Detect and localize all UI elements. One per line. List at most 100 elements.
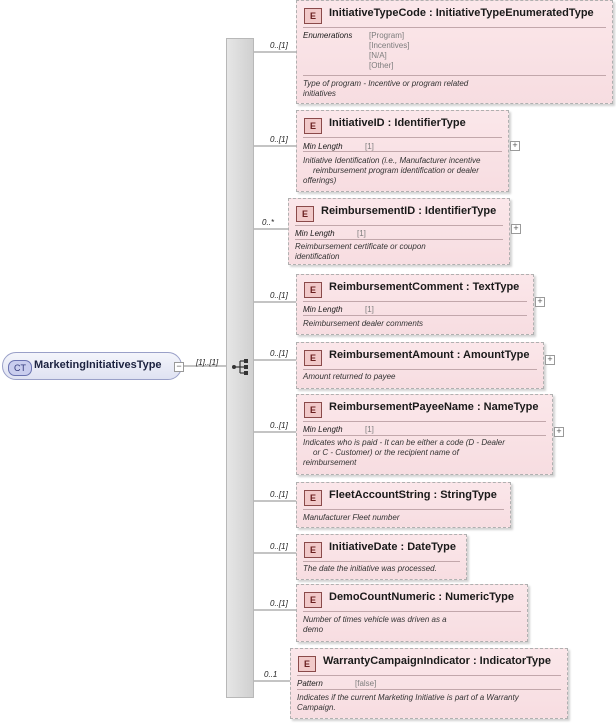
expand-icon[interactable]: + <box>545 355 555 365</box>
divider <box>303 27 606 28</box>
documentation-line: offerings) <box>303 176 337 185</box>
divider <box>297 675 561 676</box>
divider <box>303 435 546 436</box>
element-header: E FleetAccountString : StringType <box>304 489 504 507</box>
facet-label: Min Length <box>295 229 335 238</box>
divider <box>303 301 527 302</box>
documentation-line: reimbursement program identification or … <box>313 166 479 175</box>
divider <box>303 369 537 370</box>
element-badge: E <box>304 542 322 558</box>
facet-row: Min Length[1] <box>303 425 374 434</box>
documentation-line: Manufacturer Fleet number <box>303 513 400 522</box>
occurrence-label: 0..* <box>262 218 275 227</box>
element-badge: E <box>304 8 322 24</box>
facet-row: Pattern [false] <box>297 679 376 688</box>
facet-row: Enumerations[Program][Incentives][N/A][O… <box>303 31 409 70</box>
element-documentation: Manufacturer Fleet number <box>303 513 400 523</box>
element-header: E ReimbursementPayeeName : NameType <box>304 401 546 419</box>
element-badge: E <box>304 592 322 608</box>
element-title: InitiativeDate : DateType <box>329 541 456 553</box>
facet-label: Pattern <box>297 679 323 688</box>
element-title: ReimbursementPayeeName : NameType <box>329 401 539 413</box>
element-title: InitiativeTypeCode : InitiativeTypeEnume… <box>329 7 594 19</box>
documentation-line: Number of times vehicle was driven as a <box>303 615 447 624</box>
documentation-line: Indicates who is paid - It can be either… <box>303 438 505 447</box>
element-documentation: The date the initiative was processed. <box>303 564 437 574</box>
sequence-compositor-icon[interactable] <box>231 358 251 376</box>
occurrence-label: 0..[1] <box>270 41 288 50</box>
element-documentation: Initiative Identification (i.e., Manufac… <box>303 156 480 186</box>
documentation-line: initiatives <box>303 89 336 98</box>
facet-row: Min Length[1] <box>295 229 366 238</box>
complex-type-badge: CT <box>8 360 32 376</box>
facet-row: Min Length [1] <box>303 142 374 151</box>
element-header: E InitiativeDate : DateType <box>304 541 460 559</box>
facet-value: [false] <box>355 679 377 688</box>
documentation-line: Reimbursement dealer comments <box>303 319 424 328</box>
element-title: FleetAccountString : StringType <box>329 489 497 501</box>
divider <box>295 225 503 226</box>
expand-icon[interactable]: + <box>511 224 521 234</box>
facet-value: [Incentives] <box>369 41 410 50</box>
divider <box>303 151 502 152</box>
divider <box>303 509 504 510</box>
element-title: ReimbursementAmount : AmountType <box>329 349 530 361</box>
divider <box>303 561 460 562</box>
facet-label: Enumerations <box>303 31 353 40</box>
divider <box>303 75 606 76</box>
root-occurrence: [1]..[1] <box>196 358 219 367</box>
documentation-line: demo <box>303 625 324 634</box>
documentation-line: Initiative Identification (i.e., Manufac… <box>303 156 481 165</box>
element-title: ReimbursementID : IdentifierType <box>321 205 497 217</box>
element-badge: E <box>304 282 322 298</box>
element-badge: E <box>304 402 322 418</box>
element-header: E InitiativeID : IdentifierType <box>304 117 502 135</box>
documentation-line: reimbursement <box>303 458 357 467</box>
element-title: DemoCountNumeric : NumericType <box>329 591 514 603</box>
element-documentation: Indicates if the current Marketing Initi… <box>297 693 519 713</box>
documentation-line: Campaign. <box>297 703 336 712</box>
occurrence-label: 0..[1] <box>270 135 288 144</box>
documentation-line: Type of program - Incentive or program r… <box>303 79 469 88</box>
complex-type-node[interactable]: CT MarketingInitiativesType − <box>2 352 184 380</box>
collapse-icon[interactable]: − <box>174 362 184 372</box>
divider <box>303 137 502 138</box>
occurrence-label: 0..[1] <box>270 291 288 300</box>
element-title: InitiativeID : IdentifierType <box>329 117 466 129</box>
expand-icon[interactable]: + <box>535 297 545 307</box>
facet-label: Min Length <box>303 142 343 151</box>
element-badge: E <box>304 118 322 134</box>
element-documentation: Amount returned to payee <box>303 372 396 382</box>
documentation-line: identification <box>295 252 340 261</box>
element-badge: E <box>304 490 322 506</box>
divider <box>303 315 527 316</box>
expand-icon[interactable]: + <box>554 427 564 437</box>
element-documentation: Indicates who is paid - It can be either… <box>303 438 505 468</box>
element-documentation: Type of program - Incentive or program r… <box>303 79 468 99</box>
element-badge: E <box>296 206 314 222</box>
documentation-line: or C - Customer) or the recipient name o… <box>313 448 459 457</box>
expand-icon[interactable]: + <box>510 141 520 151</box>
element-node[interactable]: E InitiativeTypeCode : InitiativeTypeEnum… <box>296 0 613 104</box>
facet-value: [1] <box>365 142 374 151</box>
documentation-line: Indicates if the current Marketing Initi… <box>297 693 519 702</box>
documentation-line: Reimbursement certificate or coupon <box>295 242 426 251</box>
element-header: E InitiativeTypeCode : InitiativeTypeEnum… <box>304 7 606 25</box>
occurrence-label: 0..[1] <box>270 490 288 499</box>
complex-type-name: MarketingInitiativesType <box>34 359 162 371</box>
divider <box>295 239 503 240</box>
